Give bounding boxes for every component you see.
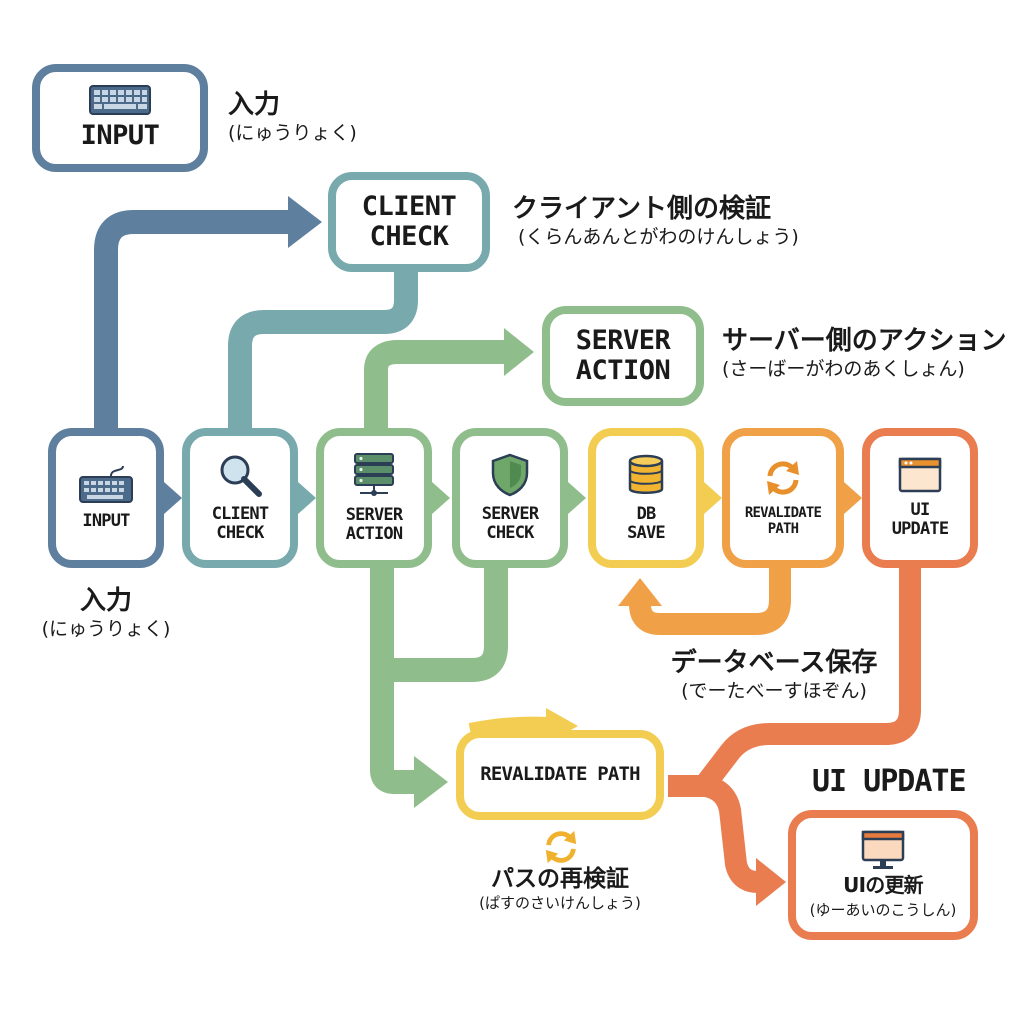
- connector-server-check-merge: [384, 566, 508, 682]
- pipeline-chevron-5: [844, 482, 862, 514]
- revalidate-path-jp: パスの再検証: [491, 866, 629, 892]
- database-icon: [628, 454, 664, 494]
- top-client-check-caption: クライアント側の検証 (くらんあんとがわのけんしょう): [512, 194, 799, 250]
- pipeline-chevron-1: [298, 482, 316, 514]
- shield-icon: [491, 453, 529, 497]
- connector-to-server-action: [364, 340, 508, 432]
- server-icon: [354, 452, 394, 496]
- connector-db-loop: [629, 566, 791, 635]
- revalidate-path-reading: (ぱすのさいけんしょう): [479, 893, 641, 912]
- arrowhead-revalidate: [414, 756, 448, 808]
- pipeline-revalidate-label: REVALIDATE PATH: [744, 505, 822, 537]
- pipeline-chevron-4: [704, 482, 722, 514]
- revalidate-path-label: REVALIDATE PATH: [480, 763, 640, 786]
- top-server-action-box: SERVER ACTION: [542, 306, 704, 406]
- pipeline-db-save-label: DB SAVE: [627, 503, 666, 543]
- pipeline-server-action-box: SERVER ACTION: [316, 428, 432, 568]
- top-server-action-label: SERVER ACTION: [575, 324, 671, 386]
- top-client-check-box: CLIENT CHECK: [328, 172, 490, 272]
- ui-update-box: UIの更新 (ゆーあいのこうしん): [788, 810, 978, 940]
- pipeline-input-caption: 入力 (にゅうりょく): [26, 586, 186, 642]
- pipeline-ui-update-label: UI UPDATE: [891, 499, 949, 539]
- arrowhead-client-check: [288, 196, 322, 248]
- keyboard-icon: [79, 466, 133, 504]
- pipeline-server-action-label: SERVER ACTION: [345, 504, 403, 544]
- top-input-reading: (にゅうりょく): [228, 122, 357, 145]
- pipeline-client-check-box: CLIENT CHECK: [182, 428, 298, 568]
- pipeline-input-jp: 入力: [79, 586, 132, 616]
- arrowhead-server-action: [504, 328, 534, 376]
- top-input-box: INPUT: [32, 64, 208, 172]
- browser-window-icon: [898, 457, 942, 493]
- ui-update-jp: UIの更新: [843, 873, 923, 898]
- monitor-icon: [861, 831, 905, 870]
- db-save-jp: データベース保存: [670, 648, 878, 678]
- connector-ui-update-down: [668, 566, 921, 797]
- revalidate-path-box: REVALIDATE PATH: [456, 730, 664, 820]
- pipeline-server-check-box: SERVER CHECK: [452, 428, 568, 568]
- top-server-action-jp: サーバー側のアクション: [722, 326, 1007, 356]
- connector-server-action-to-revalidate: [370, 566, 420, 794]
- keyboard-icon: [89, 84, 151, 115]
- ui-update-heading: UI UPDATE: [812, 764, 967, 799]
- top-server-action-caption: サーバー側のアクション (さーばーがわのあくしょん): [722, 326, 1006, 382]
- top-input-caption: 入力 (にゅうりょく): [228, 90, 357, 146]
- connector-to-ui-box: [703, 775, 769, 893]
- pipeline-db-save-box: DB SAVE: [588, 428, 704, 568]
- connector-revalidate-top: [468, 716, 549, 737]
- magnifier-icon: [220, 455, 262, 497]
- pipeline-input-reading: (にゅうりょく): [41, 618, 171, 641]
- pipeline-ui-update-box: UI UPDATE: [862, 428, 978, 568]
- connector-input-to-client-check: [94, 210, 292, 432]
- pipeline-input-label: INPUT: [82, 511, 130, 532]
- pipeline-chevron-3: [568, 482, 586, 514]
- pipeline-chevron-0: [164, 482, 182, 514]
- db-save-reading: (でーたべーすほぞん): [681, 680, 867, 703]
- top-input-jp: 入力: [228, 90, 281, 120]
- ui-update-reading: (ゆーあいのこうしん): [809, 900, 957, 919]
- top-input-label: INPUT: [80, 119, 160, 151]
- pipeline-revalidate-box: REVALIDATE PATH: [722, 428, 844, 568]
- refresh-icon: [767, 461, 799, 496]
- arrowhead-db-loop: [618, 578, 662, 606]
- top-client-check-reading: (くらんあんとがわのけんしょう): [518, 226, 799, 249]
- pipeline-server-check-label: SERVER CHECK: [481, 503, 539, 543]
- pipeline-chevron-2: [432, 482, 450, 514]
- refresh-icon: [545, 830, 577, 864]
- connector-client-check-down: [228, 272, 418, 432]
- top-client-check-jp: クライアント側の検証: [512, 194, 771, 224]
- revalidate-path-caption: パスの再検証 (ぱすのさいけんしょう): [460, 866, 660, 913]
- db-save-caption: データベース保存 (でーたべーすほぞん): [664, 648, 884, 704]
- top-client-check-label: CLIENT CHECK: [361, 190, 457, 252]
- arrowhead-ui-box: [756, 858, 786, 906]
- top-server-action-reading: (さーばーがわのあくしょん): [722, 358, 965, 381]
- pipeline-input-box: INPUT: [48, 428, 164, 568]
- pipeline-client-check-label: CLIENT CHECK: [211, 503, 269, 543]
